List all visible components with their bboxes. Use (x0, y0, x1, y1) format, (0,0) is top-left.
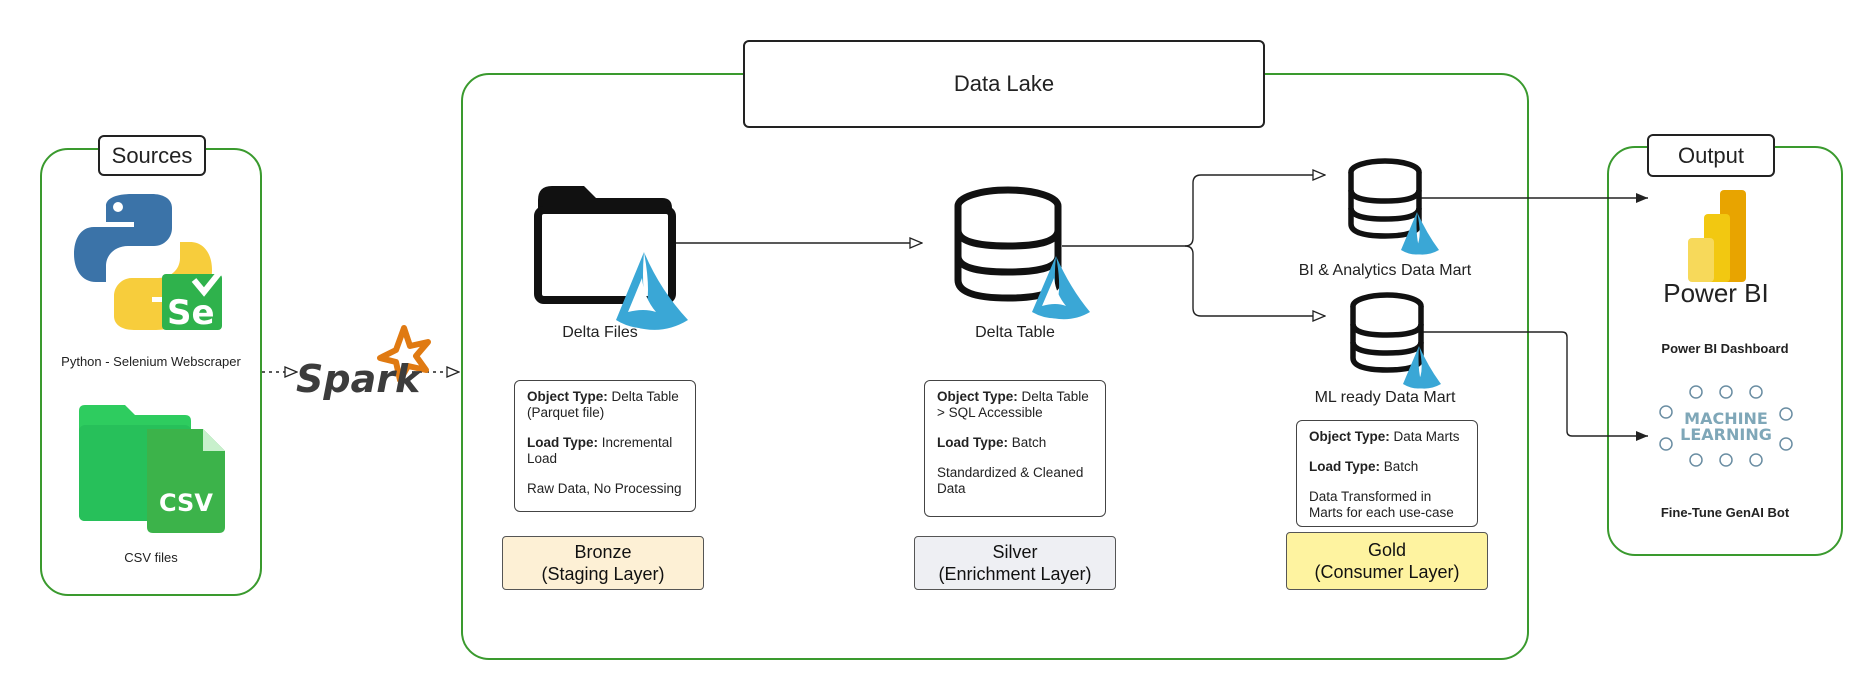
bronze-layer-sub: (Staging Layer) (541, 564, 665, 584)
ml-to-genai-arrow (1420, 331, 1648, 441)
bronze-object-type-key: Object Type: (527, 389, 608, 404)
gold-load-type-key: Load Type: (1309, 459, 1381, 474)
gold-load-type-value: Batch (1380, 459, 1419, 474)
ml-logo-line1: MACHINE (1684, 409, 1768, 428)
delta-files-label: Delta Files (562, 324, 638, 341)
gold-info-box: Object Type: Data Marts Load Type: Batch… (1296, 420, 1478, 527)
bronze-layer-label: Bronze (Staging Layer) (502, 536, 704, 590)
gold-layer-name: Gold (1367, 540, 1407, 560)
silver-load-type-value: Batch (1008, 435, 1047, 450)
delta-lake-icon (1032, 256, 1090, 320)
bi-data-mart-database-icon (1348, 158, 1439, 255)
bi-analytics-data-mart-label: BI & Analytics Data Mart (1298, 262, 1472, 279)
selenium-icon-text: Se (167, 293, 215, 333)
sources-title: Sources (98, 135, 206, 176)
bronze-object-type-value: Delta Table (Parquet file) (527, 389, 679, 420)
bronze-info-box: Object Type: Delta Table (Parquet file) … (514, 380, 696, 512)
bronze-load-type-key: Load Type: (527, 435, 599, 450)
gold-object-type-value: Data Marts (1389, 429, 1460, 444)
silver-object-type-key: Object Type: (937, 389, 1018, 404)
gold-layer-label: Gold (Consumer Layer) (1286, 532, 1488, 590)
delta-lake-icon (616, 252, 688, 330)
silver-layer-sub: (Enrichment Layer) (938, 564, 1092, 584)
bronze-load-type-value: Incremental Load (527, 435, 673, 466)
bronze-layer-name: Bronze (574, 542, 632, 562)
silver-note: Standardized & Cleaned Data (937, 465, 1084, 496)
ml-logo-line2: LEARNING (1680, 425, 1772, 444)
ml-ready-data-mart-label: ML ready Data Mart (1314, 389, 1456, 406)
gold-layer-sub: (Consumer Layer) (1314, 562, 1460, 582)
powerbi-logo-icon (1688, 190, 1746, 282)
csv-icon-text: CSV (159, 489, 213, 517)
delta-table-label: Delta Table (975, 324, 1055, 341)
silver-layer-label: Silver (Enrichment Layer) (914, 536, 1116, 590)
powerbi-logo-text: Power BI (1663, 278, 1769, 308)
spark-logo-text: Spark (296, 357, 423, 401)
delta-table-database-icon (954, 186, 1090, 320)
gold-object-type-key: Object Type: (1309, 429, 1390, 444)
silver-layer-name: Silver (992, 542, 1038, 562)
delta-lake-icon (1401, 212, 1439, 255)
output-title: Output (1647, 134, 1775, 177)
data-lake-title: Data Lake (743, 40, 1265, 128)
machine-learning-logo-icon: MACHINE LEARNING (1659, 385, 1793, 467)
silver-load-type-key: Load Type: (937, 435, 1009, 450)
ml-data-mart-database-icon (1350, 292, 1441, 389)
delta-files-folder-icon (534, 186, 688, 330)
python-logo-icon: Se (74, 194, 223, 333)
python-selenium-label: Python - Selenium Webscraper (61, 354, 241, 369)
silver-to-gold-arrows (1062, 175, 1325, 316)
gold-note: Data Transformed in Marts for each use-c… (1309, 489, 1454, 520)
genai-bot-label: Fine-Tune GenAI Bot (1660, 505, 1790, 520)
silver-info-box: Object Type: Delta Table > SQL Accessibl… (924, 380, 1106, 517)
delta-lake-icon (1403, 346, 1441, 389)
spark-logo-icon: Spark (296, 325, 431, 401)
csv-files-label: CSV files (124, 550, 178, 565)
bronze-note: Raw Data, No Processing (527, 481, 682, 496)
silver-object-type-value: Delta Table > SQL Accessible (937, 389, 1089, 420)
csv-folder-icon: CSV (79, 405, 225, 533)
powerbi-dashboard-label: Power BI Dashboard (1661, 341, 1789, 356)
